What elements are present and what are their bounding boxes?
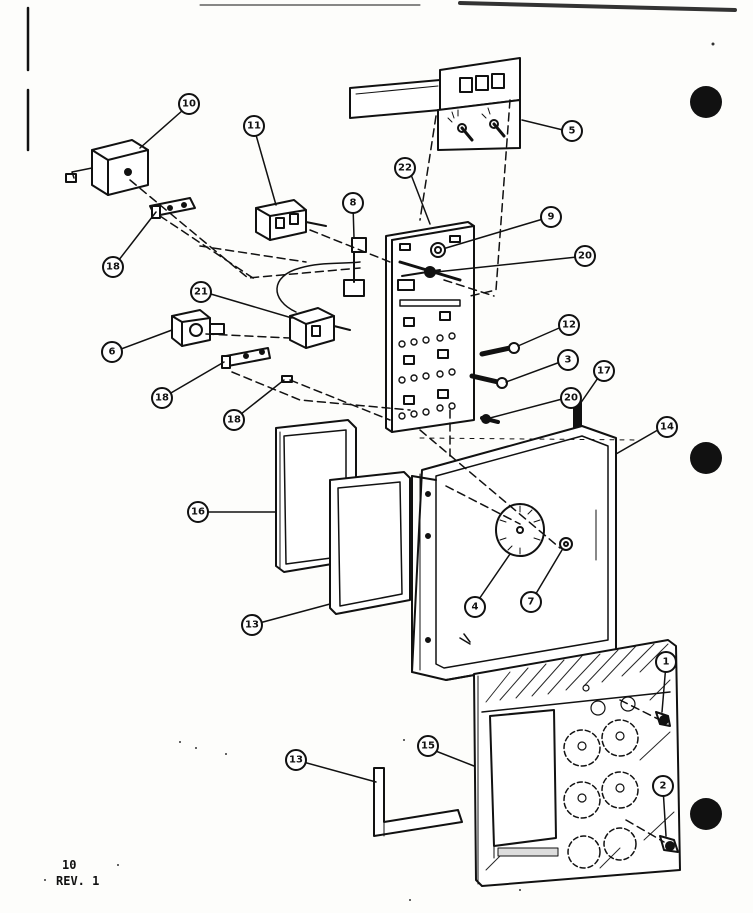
part-screw-3: [469, 373, 508, 389]
callout-14: 14: [656, 416, 678, 438]
callout-13-seal: 13: [241, 614, 263, 636]
callout-label: 11: [247, 121, 261, 132]
punch-hole-bottom: [690, 798, 722, 830]
punch-hole-top: [690, 86, 722, 118]
callout-label: 5: [569, 126, 576, 137]
part-front-panel: [473, 639, 681, 887]
part-mounting-clip-lower: [221, 347, 293, 383]
callout-7-dial: 7: [520, 591, 542, 613]
callout-bubbles: 10 11 22 5 18 8: [101, 93, 678, 797]
callout-label: 20: [578, 251, 592, 262]
callout-12: 12: [558, 314, 580, 336]
callout-label: 18: [227, 415, 241, 426]
part-rotary-switch: [171, 309, 225, 347]
callout-10-upper: 10: [178, 93, 200, 115]
callout-label: 12: [562, 320, 576, 331]
callout-18-lower: 18: [223, 409, 245, 431]
part-switch-21: [276, 261, 361, 349]
callout-8: 8: [342, 192, 364, 214]
callout-16: 16: [187, 501, 209, 523]
callout-22: 22: [394, 157, 416, 179]
callout-label: 13: [245, 620, 259, 631]
callout-label: 18: [106, 262, 120, 273]
callout-label: 7: [528, 597, 535, 608]
callout-label: 14: [660, 422, 674, 433]
callout-label: 9: [548, 212, 555, 223]
callout-label: 1: [663, 657, 670, 668]
part-knob-2: [659, 835, 679, 853]
part-switch-11: [255, 199, 327, 241]
callout-15: 15: [417, 735, 439, 757]
callout-5: 5: [561, 120, 583, 142]
callout-label: 15: [421, 741, 435, 752]
revision-label: REV. 1: [56, 874, 100, 888]
callout-20-upper: 20: [574, 245, 596, 267]
callout-label: 8: [350, 198, 357, 209]
part-control-plate: [385, 221, 475, 433]
callout-label: 6: [109, 347, 116, 358]
page-border: [26, 1, 737, 152]
part-nut-7: [559, 537, 573, 551]
callout-label: 18: [155, 393, 169, 404]
callout-label: 22: [398, 163, 412, 174]
callout-13-trim: 13: [285, 749, 307, 771]
callout-6: 6: [101, 341, 123, 363]
callout-2: 2: [652, 775, 674, 797]
punch-hole-middle: [690, 442, 722, 474]
assembly-guide-lines: [129, 99, 665, 843]
part-seal-13: [329, 471, 411, 615]
callout-3: 3: [557, 349, 579, 371]
callout-label: 13: [289, 755, 303, 766]
callout-leaders: [112, 109, 667, 837]
page-number: 10: [62, 858, 77, 872]
callout-label: 17: [597, 366, 611, 377]
callout-label: 3: [565, 355, 572, 366]
part-screw-12: [479, 342, 520, 357]
scan-specks: [44, 42, 715, 901]
callout-21: 21: [190, 281, 212, 303]
part-connector-8: [343, 237, 367, 297]
callout-label: 10: [182, 99, 196, 110]
callout-9: 9: [540, 206, 562, 228]
callout-17: 17: [593, 360, 615, 382]
part-nut-9: [430, 242, 446, 258]
callout-11: 11: [243, 115, 265, 137]
callout-label: 2: [660, 781, 667, 792]
callout-label: 21: [194, 287, 208, 298]
callout-4: 4: [464, 596, 486, 618]
part-screw-20-upper: [424, 266, 436, 278]
callout-18-upper: 18: [102, 256, 124, 278]
part-screw-20-lower: [480, 414, 500, 424]
callout-label: 4: [472, 602, 479, 613]
callout-18-middle: 18: [151, 387, 173, 409]
callout-1: 1: [655, 651, 677, 673]
part-control-bracket: [349, 57, 521, 151]
callout-label: 20: [564, 393, 578, 404]
callout-label: 16: [191, 507, 205, 518]
part-trim-strip-13: [373, 767, 463, 837]
callout-20-lower: 20: [560, 387, 582, 409]
part-dial-4: [495, 503, 545, 557]
part-timer-motor: [65, 139, 149, 196]
